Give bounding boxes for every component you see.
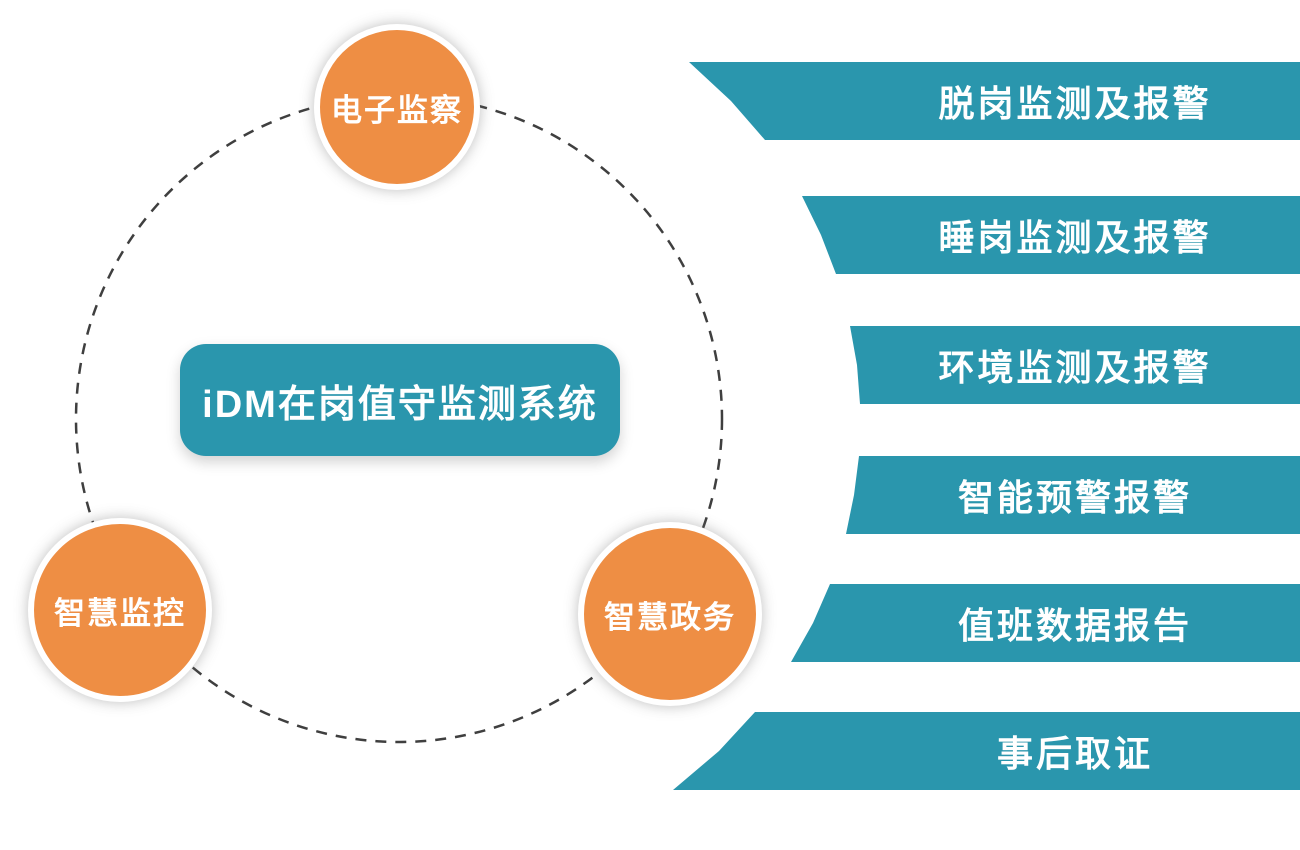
center-system-label: iDM在岗值守监测系统 — [202, 383, 598, 426]
node-smart-monitoring-label: 智慧监控 — [54, 595, 186, 631]
feature-ribbon-label: 值班数据报告 — [957, 605, 1192, 646]
node-electronic-supervision-label: 电子监察 — [331, 92, 463, 128]
feature-ribbon-duty-data-report: 值班数据报告 — [791, 584, 1300, 662]
center-system-pill: iDM在岗值守监测系统 — [180, 344, 620, 456]
feature-ribbon-sleep-on-duty-alarm: 睡岗监测及报警 — [802, 196, 1300, 274]
feature-ribbon-label: 事后取证 — [996, 733, 1153, 774]
node-smart-government: 智慧政务 — [578, 522, 762, 706]
node-smart-monitoring: 智慧监控 — [28, 518, 212, 702]
feature-ribbon-label: 脱岗监测及报警 — [938, 83, 1212, 124]
feature-ribbon-label: 智能预警报警 — [957, 477, 1192, 518]
feature-ribbon-off-duty-alarm: 脱岗监测及报警 — [689, 62, 1300, 140]
feature-ribbon-label: 睡岗监测及报警 — [938, 217, 1212, 258]
feature-ribbon-label: 环境监测及报警 — [938, 347, 1212, 388]
node-smart-government-label: 智慧政务 — [604, 599, 736, 635]
node-electronic-supervision: 电子监察 — [314, 24, 480, 190]
feature-ribbon-post-event-evidence: 事后取证 — [673, 712, 1300, 790]
feature-ribbon-environment-alarm: 环境监测及报警 — [850, 326, 1300, 404]
feature-ribbon-intelligent-warning: 智能预警报警 — [846, 456, 1300, 534]
